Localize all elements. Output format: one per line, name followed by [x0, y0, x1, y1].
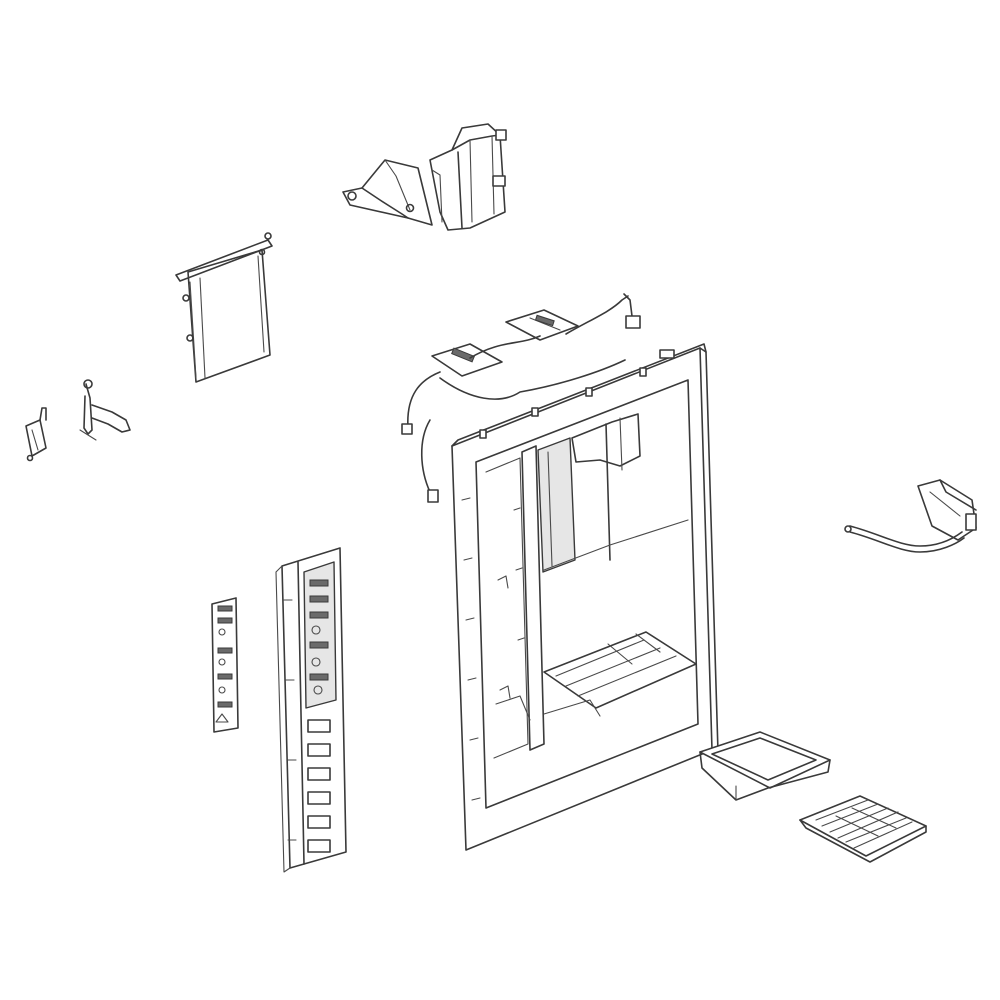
ice-chute-flap: [175, 232, 273, 383]
dispenser-housing-frame: [451, 343, 719, 851]
control-panel-decal: [211, 597, 239, 733]
drip-tray-grille: [799, 795, 927, 863]
dispenser-switch: [25, 407, 47, 462]
ice-chute-door-assembly: [342, 123, 507, 231]
control-panel-cover: [275, 547, 347, 873]
dispenser-lever-arm: [79, 379, 131, 441]
drip-tray: [699, 731, 831, 801]
funnel-guide-assembly: [844, 479, 977, 553]
control-board-wire-harness: [401, 293, 641, 503]
